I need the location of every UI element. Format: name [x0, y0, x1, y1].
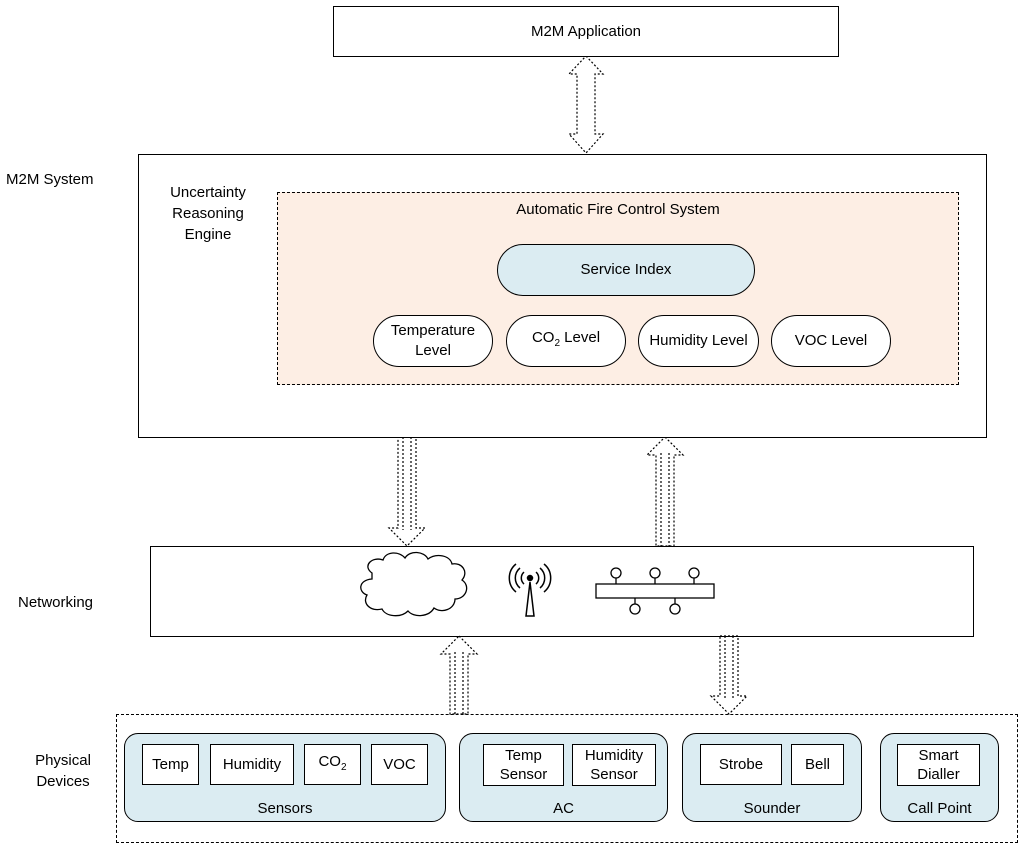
ac-temp-sensor-device: Temp Sensor — [483, 744, 564, 786]
m2m-system-side-label: M2M System — [6, 171, 94, 188]
system-to-network-arrow — [387, 436, 427, 547]
sounder-group-label: Sounder — [743, 800, 801, 817]
ac-group-label: AC — [553, 800, 574, 817]
sounder-group: Strobe Bell Sounder — [682, 733, 862, 822]
humidity-level-node: Humidity Level — [638, 315, 759, 367]
sensors-group: Temp Humidity CO2 VOC Sensors — [124, 733, 446, 822]
m2m-application-box: M2M Application — [333, 6, 839, 57]
physical-devices-side-label: Physical Devices — [35, 752, 91, 790]
temperature-level-node: Temperature Level — [373, 315, 493, 367]
call-point-group-label: Call Point — [907, 800, 972, 817]
ac-humidity-sensor-device: Humidity Sensor — [572, 744, 656, 786]
network-to-system-arrow — [645, 436, 685, 547]
co2-sensor-device: CO2 — [304, 744, 361, 785]
voc-level-node: VOC Level — [771, 315, 891, 367]
voc-sensor-device: VOC — [371, 744, 428, 785]
networking-side-label: Networking — [18, 594, 94, 611]
call-point-group: Smart Dialler Call Point — [880, 733, 999, 822]
wireless-tower-icon — [508, 563, 552, 617]
uncertainty-reasoning-engine-label: Uncertainty Reasoning Engine — [170, 184, 246, 243]
m2m-application-label: M2M Application — [530, 22, 642, 40]
cloud-icon — [360, 551, 468, 617]
temp-sensor-device: Temp — [142, 744, 199, 785]
network-bus-icon — [595, 567, 715, 615]
sensors-group-label: Sensors — [257, 800, 313, 817]
humidity-sensor-device: Humidity — [210, 744, 294, 785]
smart-dialler-device: Smart Dialler — [897, 744, 980, 786]
network-to-physical-arrow — [709, 635, 749, 715]
strobe-device: Strobe — [700, 744, 782, 785]
ac-group: Temp Sensor Humidity Sensor AC — [459, 733, 668, 822]
service-index-node: Service Index — [497, 244, 755, 296]
physical-to-network-arrow — [439, 635, 479, 715]
bell-device: Bell — [791, 744, 844, 785]
app-system-double-arrow — [567, 55, 605, 154]
physical-devices-panel — [116, 714, 1018, 843]
co2-level-node: CO2 Level — [506, 315, 626, 367]
networking-box — [150, 546, 974, 637]
fire-control-system-title: Automatic Fire Control System — [516, 201, 720, 218]
